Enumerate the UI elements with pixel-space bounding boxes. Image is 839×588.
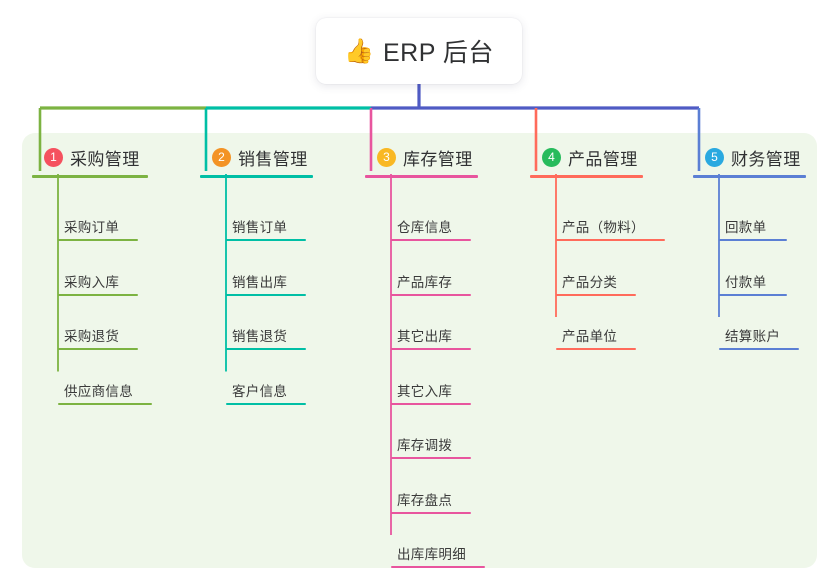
leaf-item-rule [58, 293, 138, 296]
column-badge-4: 4 [542, 147, 561, 167]
leaf-item-label: 回款单 [725, 220, 767, 236]
leaf-item-rule [226, 348, 306, 350]
leaf-item-label: 销售退货 [232, 329, 288, 345]
leaf-item[interactable]: 库存调拨 [391, 425, 471, 459]
root-node-label: ERP 后台 [382, 39, 494, 67]
leaf-item-label: 产品库存 [397, 274, 453, 290]
leaf-item-label: 采购入库 [64, 274, 120, 290]
thumbs-up-icon: 👍 [344, 38, 374, 65]
leaf-item-rule [226, 293, 306, 296]
leaf-item-rule [719, 348, 799, 350]
leaf-item-rule [556, 239, 665, 241]
column-title-1: 采购管理 [70, 149, 140, 169]
leaf-item[interactable]: 产品（物料） [556, 207, 665, 241]
leaf-item-rule [719, 293, 787, 296]
leaf-item-rule [58, 402, 152, 405]
leaf-item[interactable]: 结算账户 [719, 316, 799, 350]
leaf-item[interactable]: 客户信息 [226, 371, 306, 405]
leaf-item[interactable]: 采购订单 [58, 207, 138, 241]
leaf-item[interactable]: 出库库明细 [391, 534, 485, 568]
leaf-item-label: 采购订单 [64, 220, 120, 236]
leaf-item-label: 出库库明细 [397, 547, 466, 563]
column-rule-3 [365, 175, 478, 178]
leaf-item-rule [391, 511, 471, 514]
leaf-item[interactable]: 仓库信息 [391, 207, 471, 241]
leaf-item-rule [391, 293, 471, 296]
leaf-item-label: 采购退货 [64, 329, 120, 345]
column-badge-2: 2 [212, 147, 231, 167]
leaf-item-label: 付款单 [725, 274, 767, 290]
column-rule-5 [693, 175, 806, 178]
leaf-item-label: 客户信息 [232, 383, 288, 399]
leaf-item-rule [391, 566, 485, 568]
leaf-item-rule [391, 457, 471, 459]
leaf-item-rule [556, 348, 636, 350]
column-1: 1 采购管理采购订单采购入库采购退货供应商信息 [32, 145, 152, 405]
leaf-item[interactable]: 产品分类 [556, 262, 636, 296]
leaf-item-label: 产品单位 [562, 329, 618, 345]
column-badge-1: 1 [44, 147, 63, 167]
column-3: 3 库存管理仓库信息产品库存其它出库其它入库库存调拨库存盘点出库库明细 [365, 145, 485, 568]
leaf-item-label: 其它出库 [397, 329, 453, 345]
leaf-item-label: 其它入库 [397, 383, 453, 399]
leaf-item-label: 销售订单 [232, 220, 288, 236]
column-header-1[interactable]: 1 采购管理 [32, 145, 148, 169]
leaf-item[interactable]: 销售订单 [226, 207, 306, 241]
leaf-item-label: 结算账户 [725, 329, 781, 345]
leaf-item-rule [556, 293, 636, 296]
leaf-item-rule [719, 239, 787, 241]
column-header-2[interactable]: 2 销售管理 [200, 145, 313, 169]
leaf-item-label: 销售出库 [232, 274, 288, 290]
column-2: 2 销售管理销售订单销售出库销售退货客户信息 [200, 145, 313, 405]
leaf-item-rule [226, 402, 306, 405]
column-header-3[interactable]: 3 库存管理 [365, 145, 478, 169]
leaf-item[interactable]: 销售出库 [226, 262, 306, 296]
leaf-item[interactable]: 产品库存 [391, 262, 471, 296]
column-title-3: 库存管理 [403, 149, 473, 169]
leaf-item-rule [58, 239, 138, 241]
leaf-item[interactable]: 回款单 [719, 207, 787, 241]
root-node[interactable]: 👍 ERP 后台 [316, 18, 522, 84]
leaf-item-label: 库存盘点 [397, 492, 453, 508]
column-5: 5 财务管理回款单付款单结算账户 [693, 145, 806, 350]
leaf-item-label: 仓库信息 [397, 220, 453, 236]
leaf-item[interactable]: 其它出库 [391, 316, 471, 350]
leaf-item-label: 产品（物料） [562, 220, 645, 236]
column-rule-4 [530, 175, 643, 178]
diagram-panel [22, 133, 817, 568]
column-header-4[interactable]: 4 产品管理 [530, 145, 643, 169]
leaf-item-rule [226, 239, 306, 241]
leaf-item[interactable]: 销售退货 [226, 316, 306, 350]
leaf-item[interactable]: 其它入库 [391, 371, 471, 405]
leaf-item-rule [391, 348, 471, 350]
leaf-item[interactable]: 付款单 [719, 262, 787, 296]
leaf-item[interactable]: 采购退货 [58, 316, 138, 350]
column-title-5: 财务管理 [731, 149, 801, 169]
column-badge-5: 5 [705, 147, 724, 167]
leaf-item[interactable]: 供应商信息 [58, 371, 152, 405]
column-badge-3: 3 [377, 147, 396, 167]
leaf-item-label: 供应商信息 [64, 383, 133, 399]
column-title-4: 产品管理 [568, 149, 638, 169]
leaf-item-rule [58, 348, 138, 350]
leaf-item[interactable]: 库存盘点 [391, 480, 471, 514]
leaf-item-rule [391, 239, 471, 241]
column-rule-2 [200, 175, 313, 178]
leaf-item[interactable]: 采购入库 [58, 262, 138, 296]
leaf-item-label: 库存调拨 [397, 438, 453, 454]
column-rule-1 [32, 175, 148, 178]
leaf-item[interactable]: 产品单位 [556, 316, 636, 350]
leaf-item-label: 产品分类 [562, 274, 618, 290]
column-title-2: 销售管理 [238, 149, 308, 169]
column-4: 4 产品管理产品（物料） 产品分类产品单位 [530, 145, 665, 350]
column-header-5[interactable]: 5 财务管理 [693, 145, 806, 169]
leaf-item-rule [391, 402, 471, 405]
